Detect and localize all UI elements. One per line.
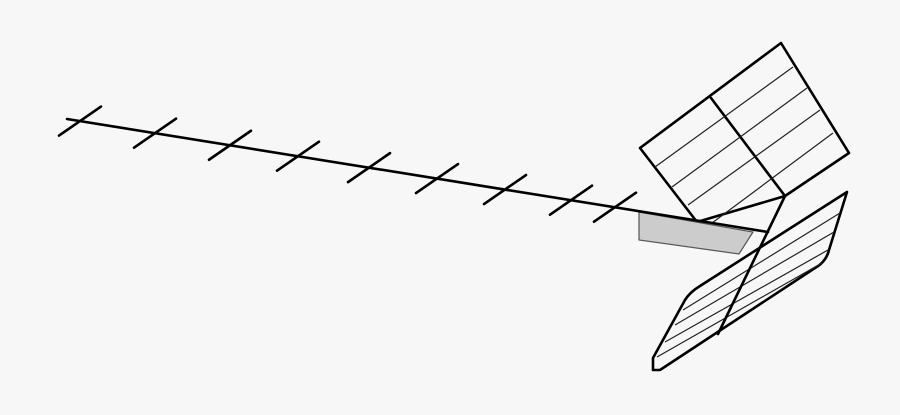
director-element [207,129,253,162]
director-element [275,140,321,172]
director-element [346,151,392,184]
upper-reflector-panel [638,41,851,224]
director-element [482,173,528,206]
director-element [592,191,638,224]
directors [57,105,638,224]
lower-reflector-panel [651,190,849,372]
director-element [414,162,460,195]
support-strut [716,194,787,336]
boom [65,117,770,234]
director-element [548,184,594,216]
director-element [57,105,103,137]
director-element [132,117,178,149]
mounting-bracket [638,211,754,255]
